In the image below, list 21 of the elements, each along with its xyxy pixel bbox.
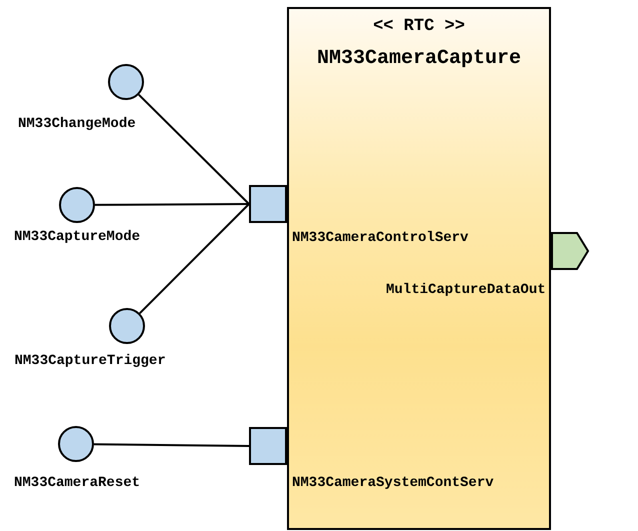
data-port [551, 232, 589, 270]
interface-circle [58, 426, 94, 462]
interface-circle [109, 308, 145, 344]
port-label: NM33ChangeMode [18, 116, 136, 132]
port-label: NM33CameraReset [14, 475, 140, 491]
interface-circle [59, 187, 95, 223]
connector-line [95, 203, 249, 206]
port-label: NM33CaptureMode [14, 229, 140, 245]
service-port [249, 427, 287, 465]
service-port [249, 185, 287, 223]
connector-line [139, 203, 250, 314]
port-label: NM33CaptureTrigger [14, 353, 166, 369]
port-label: NM33CameraSystemContServ [292, 475, 494, 491]
connector-line [94, 443, 250, 447]
interface-circle [108, 64, 144, 100]
component-box [287, 7, 551, 530]
connector-line [138, 94, 250, 205]
stereotype-label: << RTC >> [372, 17, 466, 36]
component-title: NM33CameraCapture [316, 47, 522, 70]
port-label: NM33CameraControlServ [292, 230, 468, 246]
port-label: MultiCaptureDataOut [386, 282, 546, 298]
